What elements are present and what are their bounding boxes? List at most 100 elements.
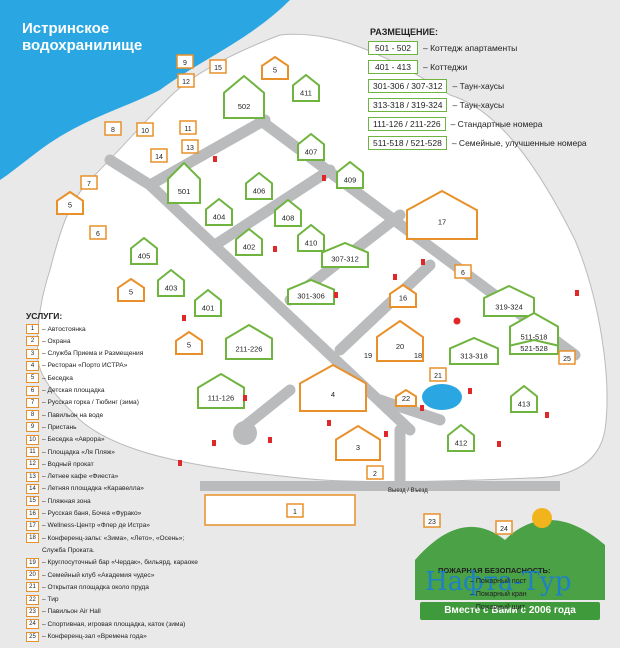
cottage-521-528[interactable]: 521-528	[509, 338, 559, 355]
place-1[interactable]: 1	[286, 503, 304, 518]
facility-4[interactable]: 4	[299, 363, 367, 412]
service-item: 6– Детская площадка	[26, 385, 105, 396]
svg-text:13: 13	[186, 145, 194, 152]
cottage-511-518[interactable]: 511-518	[509, 311, 559, 348]
place-8[interactable]: 8	[104, 121, 122, 136]
cottage-403[interactable]: 403	[157, 268, 185, 297]
svg-text:402: 402	[243, 242, 256, 251]
cottage-307-312[interactable]: 307-312	[321, 241, 369, 268]
accommodation-label: – Стандартные номера	[450, 119, 543, 129]
place-11[interactable]: 11	[179, 120, 197, 135]
service-label: – Семейный клуб «Академия чудес»	[42, 571, 155, 579]
place-6[interactable]: 6	[89, 225, 107, 240]
facility-19[interactable]: 19	[364, 351, 372, 360]
svg-text:521-528: 521-528	[520, 344, 548, 353]
cottage-410[interactable]: 410	[297, 223, 325, 252]
place-23[interactable]: 23	[423, 513, 441, 528]
service-number: 21	[26, 582, 39, 593]
accommodation-code: 313-318 / 319-324	[368, 98, 448, 112]
place-24[interactable]: 24	[495, 520, 513, 535]
cottage-413[interactable]: 413	[510, 384, 538, 413]
service-label: – Павильон на воде	[42, 411, 104, 419]
svg-text:511-518: 511-518	[521, 333, 548, 342]
cottage-406[interactable]: 406	[245, 171, 273, 200]
cottage-408[interactable]: 408	[274, 198, 302, 227]
accommodation-row: 501 - 502– Коттедж апартаменты	[368, 41, 517, 55]
cottage-411[interactable]: 411	[292, 73, 320, 102]
place-6[interactable]: 6	[454, 264, 472, 279]
service-number: 16	[26, 508, 39, 519]
place-21[interactable]: 21	[429, 367, 447, 382]
place-9[interactable]: 9	[176, 54, 194, 69]
cottage-501[interactable]: 501	[167, 161, 201, 204]
service-number: 22	[26, 594, 39, 605]
service-item: 21– Открытая площадка около пруда	[26, 582, 149, 593]
cottage-502[interactable]: 502	[223, 74, 265, 119]
place-15[interactable]: 15	[209, 59, 227, 74]
service-item: 23– Павильон Air Hall	[26, 606, 101, 617]
cottage-211-226[interactable]: 211-226	[225, 323, 273, 360]
service-label: – Тир	[42, 596, 59, 604]
place-12[interactable]: 12	[177, 73, 195, 88]
service-label: – Спортивная, игровая площадка, каток (з…	[42, 620, 186, 628]
svg-text:211-226: 211-226	[236, 345, 263, 354]
facility-5[interactable]: 5	[117, 277, 145, 302]
place-14[interactable]: 14	[150, 148, 168, 163]
fire-hydrant-marker	[327, 420, 331, 426]
svg-text:12: 12	[182, 79, 190, 86]
service-label: – Автостоянка	[42, 325, 86, 333]
svg-text:407: 407	[305, 147, 318, 156]
fire-hydrant-marker	[322, 175, 326, 181]
svg-text:405: 405	[138, 251, 151, 260]
fire-hydrant-marker	[545, 412, 549, 418]
fire-safety-item: – Пожарный пост	[470, 578, 527, 585]
cottage-313-318[interactable]: 313-318	[449, 336, 499, 365]
facility-16[interactable]: 16	[389, 283, 417, 308]
svg-text:8: 8	[111, 127, 115, 134]
service-item: 3– Служба Приема и Размещения	[26, 348, 143, 359]
fire-hydrant-marker	[178, 460, 182, 466]
service-item: 19– Круглосуточный бар «Чердак», бильярд…	[26, 557, 198, 568]
plaza-round	[233, 421, 257, 445]
svg-text:319-324: 319-324	[495, 302, 523, 311]
cottage-405[interactable]: 405	[130, 236, 158, 265]
service-item: 15– Пляжная зона	[26, 496, 91, 507]
facility-5[interactable]: 5	[175, 330, 203, 355]
cottage-402[interactable]: 402	[235, 227, 263, 256]
cottage-412[interactable]: 412	[447, 423, 475, 452]
fire-hydrant-marker	[213, 156, 217, 162]
place-10[interactable]: 10	[136, 122, 154, 137]
facility-5[interactable]: 5	[56, 190, 84, 215]
accommodation-row: 313-318 / 319-324– Таун-хаусы	[368, 98, 504, 112]
svg-text:404: 404	[213, 212, 226, 221]
facility-3[interactable]: 3	[335, 424, 381, 461]
svg-text:307-312: 307-312	[331, 255, 359, 264]
fire-hydrant-marker	[393, 274, 397, 280]
service-number: 23	[26, 606, 39, 617]
parking-lot	[204, 494, 356, 526]
cottage-407[interactable]: 407	[297, 132, 325, 161]
svg-text:502: 502	[238, 102, 251, 111]
accommodation-label: – Таун-хаусы	[452, 81, 505, 91]
place-2[interactable]: 2	[366, 465, 384, 480]
cottage-409[interactable]: 409	[336, 160, 364, 189]
accommodation-code: 501 - 502	[368, 41, 418, 55]
accommodation-row: 111-126 / 211-226– Стандартные номера	[368, 117, 543, 131]
place-13[interactable]: 13	[181, 139, 199, 154]
facility-20[interactable]: 20	[376, 319, 424, 362]
fire-safety-item: – Пожарный щит	[470, 604, 525, 611]
cottage-404[interactable]: 404	[205, 197, 233, 226]
facility-22[interactable]: 22	[395, 388, 417, 407]
facility-5[interactable]: 5	[261, 55, 289, 80]
cottage-401[interactable]: 401	[194, 288, 222, 317]
place-25[interactable]: 25	[558, 350, 576, 365]
service-item: 11– Площадка «Ля Пляж»	[26, 447, 115, 457]
facility-18[interactable]: 18	[414, 351, 422, 360]
facility-17[interactable]: 17	[406, 189, 478, 240]
accommodation-row: 511-518 / 521-528– Семейные, улучшенные …	[368, 136, 587, 150]
place-7[interactable]: 7	[80, 175, 98, 190]
fire-hydrant-marker	[420, 405, 424, 411]
service-number: 4	[26, 360, 39, 371]
cottage-319-324[interactable]: 319-324	[483, 284, 535, 317]
fire-hydrant-marker	[212, 440, 216, 446]
